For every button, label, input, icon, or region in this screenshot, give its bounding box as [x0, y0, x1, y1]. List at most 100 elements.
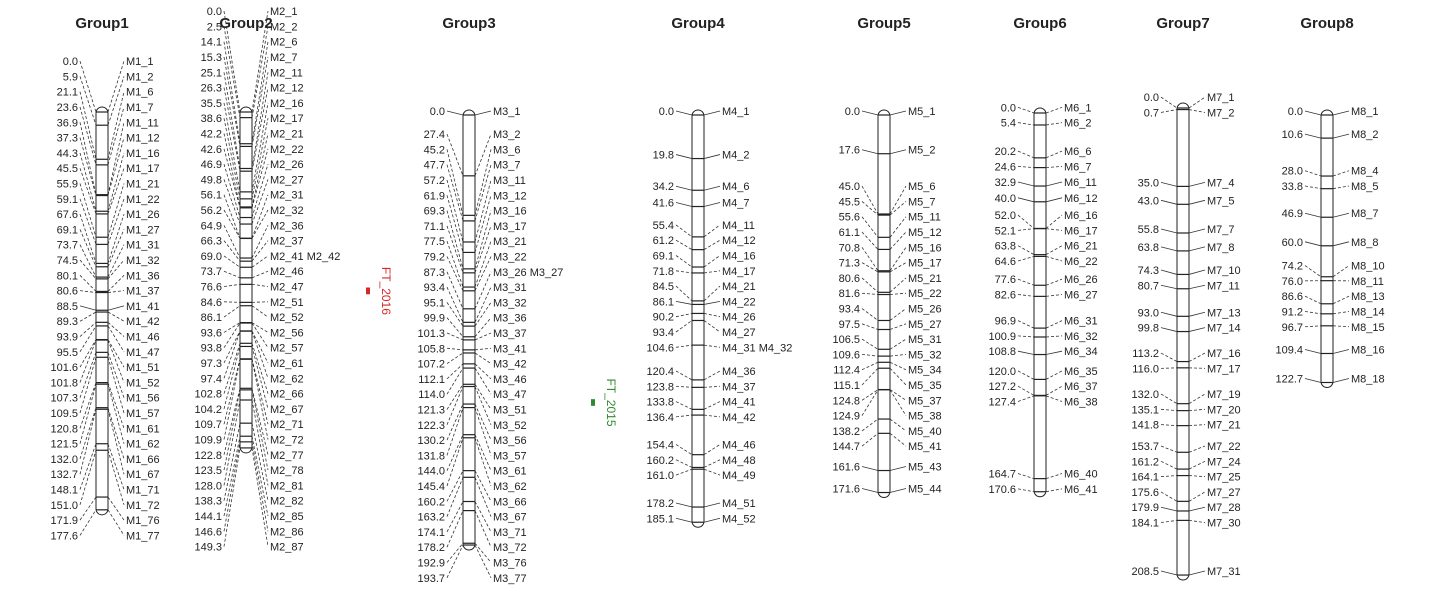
marker-connector: [446, 470, 464, 502]
marker-position: 82.6: [995, 289, 1016, 301]
marker-connector: [861, 361, 879, 371]
marker-connector: [861, 488, 879, 493]
marker-connector: [675, 224, 693, 238]
marker-name: M2_26: [270, 159, 304, 171]
marker-connector: [223, 346, 241, 410]
marker-connector: [1160, 199, 1178, 205]
marker-connector: [1160, 367, 1178, 369]
qtl-ft-2015: FT_2015: [591, 378, 618, 427]
marker-connector: [107, 122, 125, 195]
marker-connector: [889, 389, 907, 416]
marker-connector: [1017, 245, 1035, 255]
marker-position: 132.0: [50, 454, 78, 466]
marker-connector: [79, 325, 97, 353]
marker-position: 15.3: [201, 52, 222, 64]
marker-name: M2_85: [270, 511, 304, 523]
marker-position: 136.4: [646, 412, 674, 424]
marker-connector: [1188, 367, 1206, 369]
marker-position: 0.0: [845, 106, 860, 118]
marker-position: 160.2: [417, 496, 445, 508]
marker-connector: [1160, 284, 1178, 290]
marker-position: 178.2: [646, 498, 674, 510]
chromosome-bar: [1320, 109, 1334, 388]
marker-name: M2_81: [270, 480, 304, 492]
marker-connector: [1160, 269, 1178, 275]
marker-name: M7_11: [1207, 280, 1240, 292]
marker-position: 138.2: [832, 426, 860, 438]
marker-connector: [251, 283, 269, 287]
marker-connector: [1017, 294, 1035, 297]
marker-position: 175.6: [1131, 487, 1159, 499]
marker-name: M7_10: [1207, 265, 1241, 277]
marker-name: M6_38: [1064, 397, 1098, 409]
marker-name: M1_77: [126, 530, 160, 542]
marker-connector: [79, 137, 97, 196]
marker-connector: [889, 149, 907, 155]
marker-name: M1_36: [126, 270, 160, 282]
marker-connector: [251, 423, 269, 501]
marker-connector: [1045, 228, 1063, 231]
marker-connector: [79, 443, 97, 490]
marker-connector: [223, 358, 241, 425]
marker-connector: [675, 459, 693, 468]
marker-connector: [675, 110, 693, 116]
marker-name: M1_51: [126, 362, 160, 374]
marker-connector: [251, 388, 269, 455]
marker-position: 105.8: [417, 343, 445, 355]
marker-name: M7_22: [1207, 441, 1241, 453]
marker-position: 161.2: [1131, 456, 1159, 468]
marker-connector: [861, 277, 879, 293]
marker-connector: [1045, 197, 1063, 203]
marker-name: M2_12: [270, 83, 304, 95]
marker-name: M3_22: [493, 251, 527, 263]
marker-name: M4_1: [722, 106, 750, 118]
marker-connector: [474, 544, 492, 578]
marker-connector: [861, 389, 879, 401]
marker-name: M3_17: [493, 221, 527, 233]
marker-connector: [251, 240, 269, 262]
qtl-label: FT_2015: [604, 378, 618, 426]
marker-name: M1_76: [126, 515, 160, 527]
marker-position: 55.9: [57, 179, 78, 191]
marker-connector: [1045, 350, 1063, 355]
marker-connector: [1332, 349, 1350, 354]
marker-name: M7_30: [1207, 518, 1241, 530]
marker-position: 60.0: [1282, 237, 1303, 249]
marker-connector: [1017, 214, 1035, 229]
marker-position: 93.6: [201, 327, 222, 339]
marker-name: M2_66: [270, 389, 304, 401]
marker-position: 89.3: [57, 316, 78, 328]
marker-connector: [79, 152, 97, 212]
marker-name: M3_51: [493, 404, 527, 416]
marker-name: M4_49: [722, 470, 756, 482]
marker-connector: [1188, 393, 1206, 405]
marker-name: M5_40: [908, 426, 942, 438]
marker-position: 144.7: [832, 441, 860, 453]
marker-connector: [1017, 106, 1035, 114]
marker-connector: [675, 285, 693, 302]
marker-name: M3_41: [493, 343, 527, 355]
marker-name: M2_61: [270, 358, 304, 370]
marker-connector: [1017, 181, 1035, 187]
marker-name: M2_17: [270, 113, 304, 125]
marker-position: 0.0: [430, 106, 445, 118]
marker-connector: [1045, 385, 1063, 396]
marker-name: M1_22: [126, 194, 160, 206]
marker-connector: [1160, 408, 1178, 412]
marker-name: M5_7: [908, 196, 936, 208]
marker-connector: [1304, 295, 1322, 305]
marker-connector: [251, 301, 269, 303]
marker-position: 80.6: [839, 273, 860, 285]
marker-name: M2_11: [270, 67, 303, 79]
marker-connector: [107, 76, 125, 126]
marker-position: 66.3: [201, 236, 222, 248]
marker-position: 88.5: [57, 301, 78, 313]
marker-position: 109.4: [1275, 344, 1303, 356]
marker-position: 80.7: [1138, 280, 1159, 292]
marker-name: M1_31: [126, 240, 160, 252]
marker-position: 132.0: [1131, 389, 1159, 401]
marker-connector: [223, 11, 241, 113]
marker-connector: [251, 346, 269, 410]
marker-name: M4_48: [722, 455, 756, 467]
marker-name: M2_86: [270, 526, 304, 538]
